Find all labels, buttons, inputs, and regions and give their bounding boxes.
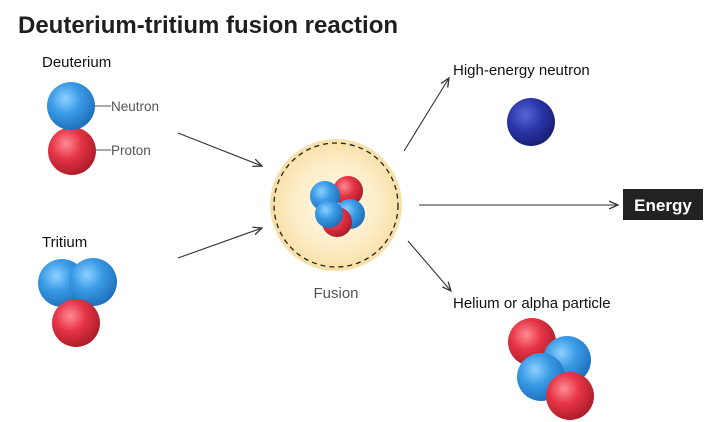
neutron-callout: Neutron [111, 99, 159, 114]
tritium-arrow [177, 228, 262, 259]
high-energy-neutron-label: High-energy neutron [453, 62, 590, 79]
fusion-zone [270, 139, 402, 271]
deuterium-nucleus [47, 82, 96, 175]
helium-nucleus [508, 318, 594, 420]
fusion-caption: Fusion [313, 285, 358, 302]
deuterium-arrow [177, 132, 262, 166]
high-energy-neutron [507, 98, 555, 146]
fusion-neutron-3 [315, 200, 343, 228]
tritium-label: Tritium [42, 234, 87, 251]
helium-label: Helium or alpha particle [453, 295, 611, 312]
tritium-proton [52, 299, 100, 347]
helium-proton-2 [546, 372, 594, 420]
helium-output-arrow [407, 240, 451, 291]
diagram-title: Deuterium-tritium fusion reaction [18, 12, 398, 39]
tritium-neutron-2 [69, 258, 117, 306]
deuterium-label: Deuterium [42, 54, 111, 71]
fusion-proton-1 [333, 176, 363, 206]
proton-callout: Proton [111, 143, 151, 158]
energy-box [623, 189, 703, 220]
neutron-output-arrow [403, 78, 449, 152]
deuterium-proton [48, 127, 96, 175]
fusion-boundary [273, 142, 399, 268]
energy-label: Energy [634, 196, 692, 215]
tritium-nucleus [38, 258, 117, 347]
deuterium-neutron [47, 82, 95, 130]
